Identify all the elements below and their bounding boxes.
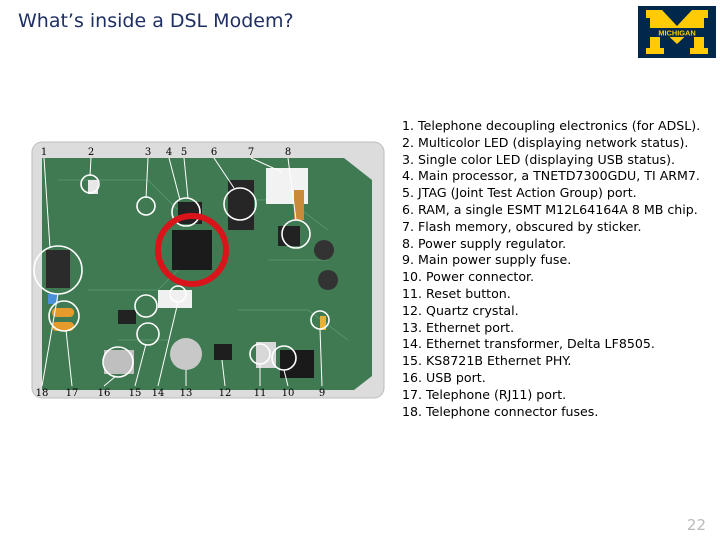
processor-highlight [155, 213, 229, 287]
list-item: 6. RAM, a single ESMT M12L64164A 8 MB ch… [402, 201, 698, 217]
callout-5: 5 [181, 147, 187, 158]
list-item: 14. Ethernet transformer, Delta LF8505. [402, 336, 655, 352]
callout-2: 2 [88, 147, 94, 158]
callout-6: 6 [211, 147, 217, 158]
callout-14: 14 [152, 388, 165, 399]
logo-text: MICHIGAN [658, 29, 695, 38]
list-item: 13. Ethernet port. [402, 319, 515, 335]
page-number: 22 [686, 516, 706, 534]
callout-16: 16 [98, 388, 111, 399]
callout-4: 4 [166, 147, 172, 158]
callout-18: 18 [36, 388, 49, 399]
list-item: 17. Telephone (RJ11) port. [402, 386, 567, 402]
list-item: 3. Single color LED (displaying USB stat… [402, 151, 676, 167]
list-item: 9. Main power supply fuse. [402, 252, 572, 268]
callout-10: 10 [282, 388, 295, 399]
callout-13: 13 [180, 388, 193, 399]
list-item: 4. Main processor, a TNETD7300GDU, TI AR… [402, 168, 700, 184]
list-item: 15. KS8721B Ethernet PHY. [402, 353, 572, 369]
list-item: 12. Quartz crystal. [402, 302, 519, 318]
list-item: 16. USB port. [402, 369, 486, 385]
callout-12: 12 [219, 388, 232, 399]
list-item: 8. Power supply regulator. [402, 235, 567, 251]
callout-11: 11 [254, 388, 267, 399]
list-item: 7. Flash memory, obscured by sticker. [402, 218, 642, 234]
callout-1: 1 [41, 147, 47, 158]
callout-3: 3 [145, 147, 151, 158]
list-item: 11. Reset button. [402, 285, 511, 301]
callout-9: 9 [319, 388, 325, 399]
callout-7: 7 [248, 147, 254, 158]
components [46, 168, 338, 378]
list-item: 18. Telephone connector fuses. [402, 403, 599, 419]
list-item: 10. Power connector. [402, 269, 535, 285]
callout-17: 17 [66, 388, 79, 399]
list-item: 5. JTAG (Joint Test Action Group) port. [402, 185, 637, 201]
slide-title: What’s inside a DSL Modem? [18, 10, 294, 32]
list-item: 2. Multicolor LED (displaying network st… [402, 134, 689, 150]
parts-list: 1. Telephone decoupling electronics (for… [402, 118, 700, 420]
list-item: 1. Telephone decoupling electronics (for… [402, 118, 701, 133]
modem-board-photo: 1 2 3 4 5 6 7 8 18 17 16 15 14 13 12 11 … [31, 141, 385, 399]
callout-15: 15 [129, 388, 142, 399]
callout-8: 8 [285, 147, 291, 158]
michigan-logo: MICHIGAN [638, 6, 716, 58]
